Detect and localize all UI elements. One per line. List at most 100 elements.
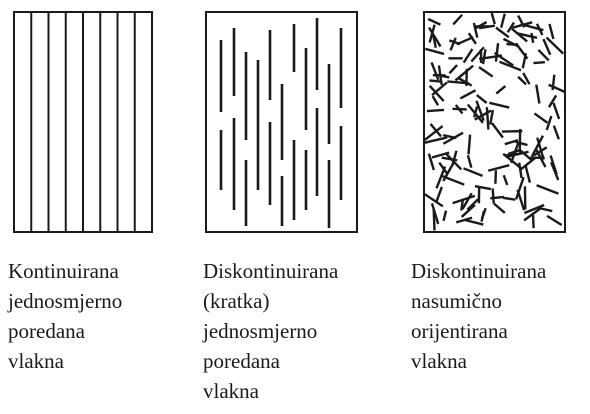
random-fiber xyxy=(467,134,472,155)
random-fiber xyxy=(472,22,479,38)
random-fiber xyxy=(470,46,485,63)
random-fiber xyxy=(474,185,492,191)
random-fiber xyxy=(545,115,553,131)
random-fiber xyxy=(522,72,531,85)
random-fiber xyxy=(499,13,506,29)
random-fiber xyxy=(467,32,477,45)
random-fiber xyxy=(542,38,552,56)
random-fiber xyxy=(442,210,448,222)
caption-line: orijentirana xyxy=(411,319,508,343)
random-fiber xyxy=(430,61,440,81)
random-fiber xyxy=(454,104,464,115)
panel-frame xyxy=(205,11,358,233)
random-fiber xyxy=(481,49,487,65)
random-fiber xyxy=(505,150,529,159)
random-fiber xyxy=(516,32,538,39)
random-fiber xyxy=(536,184,559,195)
random-fiber xyxy=(519,156,537,171)
random-fiber xyxy=(442,133,457,140)
random-fiber xyxy=(550,161,560,181)
random-fiber xyxy=(474,109,492,121)
random-fiber xyxy=(520,22,544,32)
random-fiber xyxy=(491,188,495,204)
random-fiber xyxy=(425,193,444,208)
random-fiber xyxy=(462,48,474,64)
random-fiber xyxy=(475,100,485,122)
random-fiber xyxy=(552,102,561,120)
random-fiber xyxy=(533,112,549,124)
random-fiber xyxy=(495,85,507,95)
random-fiber xyxy=(466,155,473,169)
random-fiber xyxy=(502,174,509,186)
random-fiber xyxy=(552,125,560,140)
random-fiber xyxy=(431,95,440,106)
random-fiber xyxy=(435,186,443,203)
random-fiber xyxy=(536,137,545,160)
random-fiber xyxy=(537,49,550,62)
random-fiber xyxy=(517,75,527,86)
random-fiber xyxy=(493,202,506,214)
caption-continuous: Kontinuirana jednosmjerno poredana vlakn… xyxy=(8,256,122,376)
caption-aligned-short: Diskontinuirana (kratka) jednosmjerno po… xyxy=(203,256,338,406)
caption-line: Kontinuirana xyxy=(8,259,119,283)
random-fiber xyxy=(489,109,495,125)
caption-line: poredana xyxy=(8,319,85,343)
random-fiber xyxy=(490,13,496,25)
fiber-diagram xyxy=(13,11,566,233)
caption-random: Diskontinuirana nasumično orijentirana v… xyxy=(411,256,546,376)
random-fiber xyxy=(427,153,435,171)
random-fiber xyxy=(499,60,522,72)
random-fiber xyxy=(452,13,464,26)
random-fiber xyxy=(454,64,474,82)
random-fiber xyxy=(485,107,490,130)
random-fiber xyxy=(504,138,519,146)
random-fiber xyxy=(452,194,476,205)
random-fiber xyxy=(435,166,447,189)
random-fiber xyxy=(547,94,558,108)
random-fiber xyxy=(425,125,444,141)
random-fiber xyxy=(487,164,510,172)
random-fiber xyxy=(426,108,445,113)
random-fiber xyxy=(548,83,564,93)
random-fiber xyxy=(535,84,541,104)
random-fiber xyxy=(506,42,519,46)
random-fiber xyxy=(493,51,514,67)
random-fiber xyxy=(425,136,448,144)
caption-line: nasumično xyxy=(411,289,502,313)
random-fiber xyxy=(506,21,515,33)
random-fiber xyxy=(449,37,457,51)
caption-line: poredana xyxy=(203,349,280,373)
caption-line: vlakna xyxy=(203,379,259,403)
random-fiber xyxy=(428,26,442,48)
random-fiber xyxy=(491,122,504,139)
random-fiber xyxy=(435,73,450,79)
random-fiber xyxy=(431,81,448,97)
random-fiber xyxy=(495,26,510,39)
random-fiber xyxy=(461,192,473,210)
random-fiber xyxy=(448,64,458,75)
random-fiber xyxy=(476,94,488,104)
random-fiber xyxy=(442,161,455,182)
random-fiber xyxy=(533,60,545,65)
random-fiber xyxy=(430,202,440,225)
random-fiber xyxy=(530,135,544,158)
random-fiber xyxy=(478,24,496,30)
random-fiber xyxy=(480,210,486,222)
random-fiber xyxy=(531,214,535,229)
caption-line: Diskontinuirana xyxy=(411,259,547,283)
caption-line: jednosmjerno xyxy=(8,289,123,313)
random-fiber xyxy=(507,148,522,156)
random-fiber xyxy=(459,89,477,100)
random-fiber xyxy=(473,106,479,118)
random-fiber xyxy=(546,214,563,227)
random-fiber xyxy=(466,198,480,211)
random-fiber xyxy=(437,65,443,86)
random-fiber xyxy=(464,218,484,226)
random-fiber xyxy=(534,147,547,168)
random-fiber xyxy=(478,66,494,78)
random-fiber xyxy=(518,148,533,162)
random-fiber xyxy=(463,167,483,177)
random-fiber xyxy=(523,203,545,215)
random-fiber xyxy=(429,79,441,83)
continuous-fibers-panel xyxy=(13,11,153,233)
